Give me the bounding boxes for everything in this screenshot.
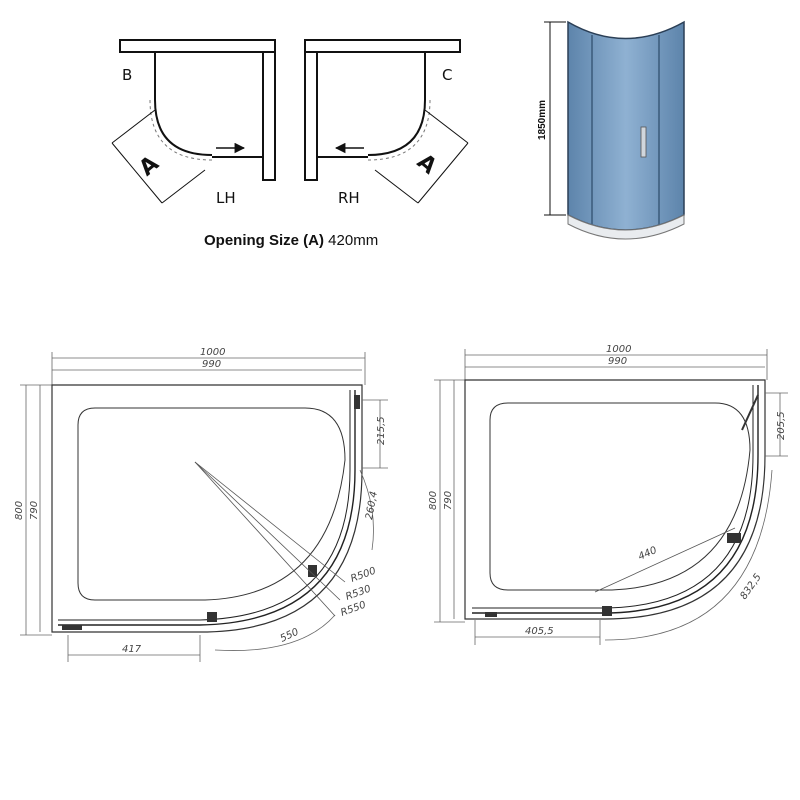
- lp-tray-outline: [51, 384, 363, 633]
- lp-r530-leader: [194, 461, 341, 601]
- lp-glass-curve-inner: [58, 390, 351, 621]
- lp-dim-417: 417: [122, 644, 142, 655]
- rp-dim-405-5: 405,5: [525, 626, 554, 637]
- opening-label-a-right: A: [412, 149, 441, 179]
- lh-door-diagram: B A LH: [111, 39, 276, 207]
- rh-door-track: [367, 99, 431, 161]
- rp-glass-curve-outer: [472, 385, 759, 614]
- rp-dim-832-line: [604, 469, 773, 641]
- lp-dim-1000: 1000: [200, 347, 225, 358]
- lh-curved-door: [154, 99, 213, 156]
- lp-r550-leader: [194, 461, 336, 617]
- lp-dim-990: 990: [202, 359, 221, 370]
- rp-dim-800: 800: [428, 491, 439, 510]
- lh-side-wall: [262, 52, 276, 181]
- opening-label-a-left: A: [135, 151, 164, 181]
- lh-opening-dim: [111, 109, 206, 204]
- hand-label-rh: RH: [338, 189, 360, 207]
- lp-r500-leader: [194, 461, 346, 583]
- lp-wall-profile-bottom: [62, 625, 82, 630]
- left-plan-view: 1000 990 800 790 R500 R530 R550 215,5 26…: [14, 347, 388, 662]
- height-label: 1850mm: [537, 100, 548, 140]
- rp-dim-832-5: 832,5: [738, 572, 763, 602]
- rp-dim-990: 990: [608, 356, 627, 367]
- lp-dim-550: 550: [279, 627, 301, 645]
- glass-panel: [567, 20, 685, 231]
- opening-size-caption: Opening Size (A) 420mm: [204, 232, 378, 249]
- rp-tray-basin: [489, 402, 751, 591]
- opening-size-label: Opening Size (A): [204, 232, 324, 249]
- lp-dim-260-4: 260,4: [364, 490, 380, 520]
- rh-opening-dim: [374, 109, 469, 204]
- lp-dim-260-line: [359, 469, 374, 551]
- lp-r550: R550: [339, 600, 367, 619]
- rp-dim-440-line: [594, 527, 736, 593]
- door-handle: [640, 126, 647, 158]
- rp-handle-mid: [727, 533, 741, 543]
- rp-dim-205-5: 205,5: [776, 411, 787, 440]
- rp-dim-440: 440: [637, 545, 659, 563]
- lp-dim-550-line: [214, 614, 336, 651]
- right-plan-view: 1000 990 800 790 440 205,5 832,5 405,5: [428, 344, 788, 645]
- opening-size-value: 420mm: [328, 232, 379, 249]
- corner-label-b: B: [122, 66, 132, 84]
- rh-back-wall: [304, 39, 461, 53]
- rh-curved-door: [367, 99, 426, 156]
- lp-roller-mid: [308, 565, 317, 577]
- lp-tray-basin: [77, 407, 346, 601]
- rp-roller-bottom: [602, 606, 612, 616]
- lh-back-wall: [119, 39, 276, 53]
- shower-tray: [567, 214, 685, 240]
- lp-r530: R530: [344, 584, 372, 603]
- lp-dim-800: 800: [14, 501, 25, 520]
- rh-door-diagram: C A RH: [304, 39, 469, 207]
- rp-glass-curve-inner: [472, 385, 754, 609]
- lp-r500: R500: [349, 566, 377, 585]
- rp-dim-790: 790: [443, 491, 454, 510]
- lp-hinge-top: [354, 395, 360, 409]
- rp-wall-profile-bottom: [485, 612, 497, 617]
- hand-label-lh: LH: [216, 189, 236, 207]
- corner-label-c: C: [442, 66, 452, 84]
- lp-dim-215-5: 215,5: [376, 416, 387, 445]
- rh-side-wall: [304, 52, 318, 181]
- lp-dim-790: 790: [29, 501, 40, 520]
- enclosure-render: 1850mm: [537, 20, 685, 240]
- lp-glass-curve-outer: [58, 390, 356, 626]
- lh-door-track: [149, 99, 213, 161]
- rp-dim-1000: 1000: [606, 344, 631, 355]
- rp-door-open-swing: [741, 394, 759, 431]
- lp-roller-bottom: [207, 612, 217, 622]
- rp-tray-outline: [464, 379, 766, 620]
